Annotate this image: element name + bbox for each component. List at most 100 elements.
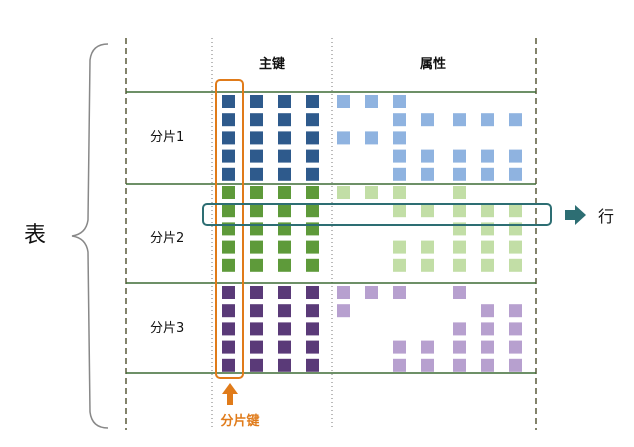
key-cell bbox=[222, 358, 235, 372]
attribute-cell bbox=[481, 167, 494, 181]
key-cell bbox=[222, 258, 235, 272]
attribute-cell bbox=[393, 131, 406, 145]
shard-key-label: 分片键 bbox=[220, 413, 259, 429]
row-label: 行 bbox=[598, 207, 614, 226]
key-cell bbox=[278, 322, 291, 336]
key-cell bbox=[250, 131, 263, 145]
attribute-cell bbox=[509, 340, 522, 354]
attribute-cell bbox=[393, 204, 406, 218]
attribute-cell bbox=[453, 204, 466, 218]
attribute-cell bbox=[509, 204, 522, 218]
key-cell bbox=[222, 95, 235, 108]
key-cell bbox=[222, 131, 235, 145]
row-highlight-box bbox=[202, 203, 552, 226]
key-cell bbox=[250, 240, 263, 254]
attribute-cell bbox=[421, 358, 434, 372]
key-cell bbox=[250, 322, 263, 336]
key-cell bbox=[278, 113, 291, 127]
attribute-cell bbox=[337, 186, 350, 199]
attribute-cell bbox=[509, 149, 522, 163]
key-cell bbox=[222, 204, 235, 218]
shard-2-label: 分片2 bbox=[150, 231, 184, 246]
key-cell bbox=[250, 113, 263, 127]
attribute-cell bbox=[509, 258, 522, 272]
key-cell bbox=[278, 358, 291, 372]
key-cell bbox=[278, 304, 291, 318]
key-cell bbox=[306, 95, 319, 108]
attribute-cell bbox=[421, 240, 434, 254]
attribute-cell bbox=[453, 322, 466, 336]
key-cell bbox=[250, 186, 263, 199]
key-cell bbox=[250, 358, 263, 372]
attribute-cell bbox=[365, 286, 378, 299]
attribute-cell bbox=[481, 258, 494, 272]
attribute-cell bbox=[337, 304, 350, 318]
key-cell bbox=[222, 304, 235, 318]
key-cell bbox=[222, 340, 235, 354]
key-cell bbox=[278, 286, 291, 299]
attribute-cell bbox=[393, 358, 406, 372]
attribute-cell bbox=[509, 113, 522, 127]
attribute-cell bbox=[509, 304, 522, 318]
key-cell bbox=[250, 95, 263, 108]
attribute-cell bbox=[393, 186, 406, 199]
key-cell bbox=[222, 167, 235, 181]
key-cell bbox=[222, 149, 235, 163]
attribute-cell bbox=[453, 258, 466, 272]
attribute-cell bbox=[421, 149, 434, 163]
key-cell bbox=[306, 358, 319, 372]
attribute-cell bbox=[509, 167, 522, 181]
attribute-cell bbox=[393, 113, 406, 127]
attribute-cell bbox=[453, 240, 466, 254]
key-cell bbox=[222, 286, 235, 299]
key-cell bbox=[250, 304, 263, 318]
attribute-cell bbox=[453, 340, 466, 354]
attribute-cell bbox=[453, 358, 466, 372]
key-cell bbox=[306, 286, 319, 299]
key-cell bbox=[250, 149, 263, 163]
attribute-cell bbox=[453, 286, 466, 299]
attribute-cell bbox=[481, 204, 494, 218]
key-cell bbox=[306, 304, 319, 318]
shard-3-label: 分片3 bbox=[150, 321, 184, 336]
attribute-cell bbox=[393, 149, 406, 163]
key-cell bbox=[278, 258, 291, 272]
shard-1-label: 分片1 bbox=[150, 130, 184, 145]
attribute-cell bbox=[393, 340, 406, 354]
attribute-cell bbox=[337, 95, 350, 108]
shard-key-highlight-box bbox=[215, 79, 244, 379]
table-bracket bbox=[71, 43, 109, 429]
key-cell bbox=[306, 113, 319, 127]
attribute-cell bbox=[453, 167, 466, 181]
header-primary-key: 主键 bbox=[259, 56, 285, 72]
key-cell bbox=[306, 131, 319, 145]
attribute-cell bbox=[453, 113, 466, 127]
key-cell bbox=[278, 186, 291, 199]
attribute-cell bbox=[481, 149, 494, 163]
key-cell bbox=[278, 95, 291, 108]
attribute-cell bbox=[365, 186, 378, 199]
attribute-cell bbox=[421, 167, 434, 181]
key-cell bbox=[306, 258, 319, 272]
key-cell bbox=[306, 340, 319, 354]
key-cell bbox=[306, 204, 319, 218]
key-cell bbox=[250, 167, 263, 181]
key-cell bbox=[250, 258, 263, 272]
attribute-cell bbox=[337, 286, 350, 299]
attribute-cell bbox=[453, 149, 466, 163]
key-cell bbox=[306, 149, 319, 163]
attribute-cell bbox=[393, 258, 406, 272]
key-cell bbox=[222, 240, 235, 254]
attribute-cell bbox=[365, 95, 378, 108]
attribute-cell bbox=[509, 358, 522, 372]
attribute-cell bbox=[421, 258, 434, 272]
row-arrow-icon bbox=[565, 205, 586, 225]
key-cell bbox=[306, 186, 319, 199]
shard-key-arrow-icon bbox=[222, 383, 238, 405]
key-cell bbox=[278, 149, 291, 163]
key-cell bbox=[250, 286, 263, 299]
key-cell bbox=[278, 204, 291, 218]
attribute-cell bbox=[481, 358, 494, 372]
key-cell bbox=[222, 113, 235, 127]
attribute-cell bbox=[421, 204, 434, 218]
